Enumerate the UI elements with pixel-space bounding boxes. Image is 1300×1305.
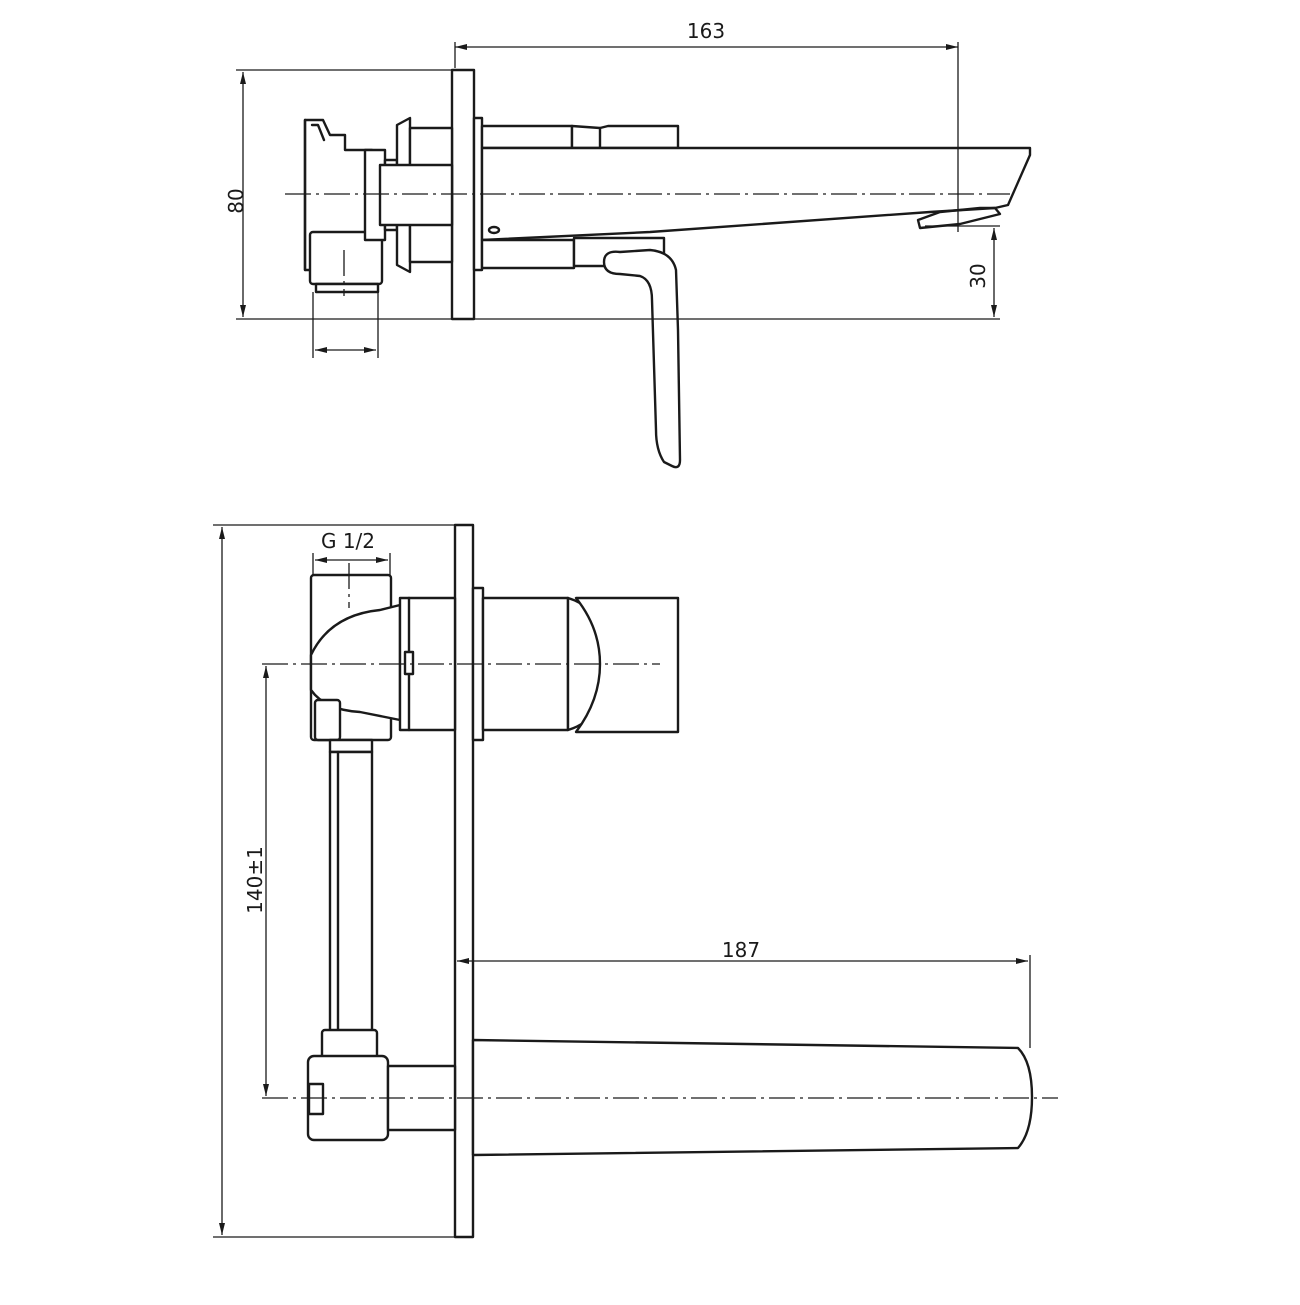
side-view: 163 80 30: [224, 19, 1032, 469]
front-wall-plate: [453, 523, 475, 1239]
dim-label-80: 80: [224, 188, 248, 213]
side-spout: [480, 124, 1032, 270]
dim-label-30: 30: [966, 263, 990, 288]
dim-label-140: 140±1: [243, 846, 267, 914]
dim-label-163: 163: [687, 19, 725, 43]
side-valve-body: [303, 116, 454, 294]
front-outlet-elbow: [306, 1028, 457, 1142]
dim-label-g12: G 1/2: [321, 529, 375, 553]
front-view: G 1/2 140±1 187: [213, 523, 1058, 1239]
side-lever-handle: [602, 248, 682, 469]
dim-label-187: 187: [722, 938, 760, 962]
front-connecting-pipe: [328, 750, 374, 1034]
front-mixer-valve: [309, 573, 680, 754]
